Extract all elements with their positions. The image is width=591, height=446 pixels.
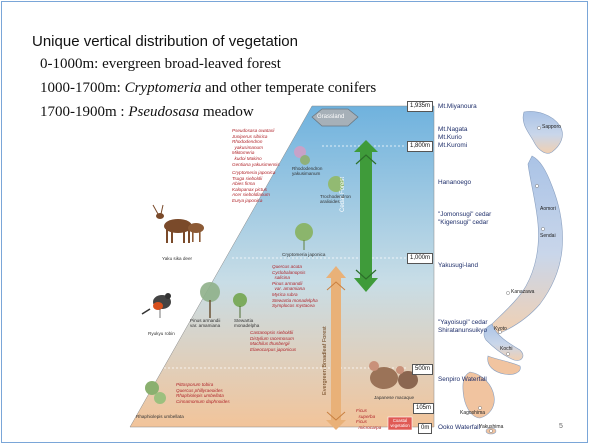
caption-rhaphiolepis: Rhaphiolepis umbellata — [136, 414, 184, 419]
city-kyoto: Kyoto — [494, 326, 507, 332]
caption-pinus: Pinus armandii var. amamiana — [190, 318, 220, 329]
altitude-1000m: 1,000m — [407, 253, 433, 264]
broadleaf-forest-label: Evergreen Broadleaf Forest — [322, 326, 328, 395]
location-hananoego: Hananoego — [438, 179, 471, 186]
location-nagata: Mt.Nagata — [438, 126, 467, 133]
deer-illustration — [153, 205, 204, 243]
city-kochi: Kochi — [500, 346, 513, 352]
robin-illustration — [142, 293, 171, 318]
altitude-105m: 105m — [413, 403, 434, 414]
location-miyanoura: Mt.Miyanoura — [438, 103, 477, 110]
species-list-lower: Castanopsis sieboldii Distylium racemosu… — [250, 330, 296, 352]
location-shiratani: Shiratanunsuikyo — [438, 327, 487, 334]
species-list-bottom: Ficus superba Ficus microcarpa — [356, 408, 381, 430]
grassland-label: Grassland — [317, 114, 344, 120]
species-list-upper: Pseudosasa owatarii Juniperus sibirica R… — [232, 128, 280, 167]
caption-deer: Yaku sika deer — [162, 256, 192, 261]
city-sapporo: Sapporo — [542, 124, 561, 130]
species-list-coast: Pittosporum tobira Quercus phillyraeoide… — [176, 382, 230, 404]
location-kigensugi: "Kigensugi" cedar — [438, 219, 488, 226]
location-kuromi: Mt.Kuromi — [438, 142, 467, 149]
location-ooko: Ooko Waterfall — [438, 424, 480, 431]
caption-rhododendron: Rhododendron yakusimanum — [292, 166, 322, 177]
location-jomonsugi: "Jomonsugi" cedar — [438, 211, 491, 218]
location-senpiro: Senpiro Waterfall — [438, 376, 487, 383]
species-list-mid: Quercus acuta Cyclobalanopsis salicina P… — [272, 264, 318, 309]
caption-robin: Ryukyu robin — [148, 331, 175, 336]
caption-macaque: Japanese macaque — [374, 395, 414, 400]
city-kagoshima: Kagoshima — [460, 410, 485, 416]
species-list-conifers: Cryptomeria japonica Tsuga sieboldii Abi… — [232, 170, 275, 204]
altitude-1800m: 1,800m — [407, 141, 433, 152]
city-yakushima: Yakushima — [479, 424, 503, 430]
location-yayoisugi: "Yayoisugi" cedar — [438, 319, 488, 326]
japan-map — [463, 112, 563, 434]
altitude-0m: 0m — [418, 423, 432, 434]
page-number: 5 — [559, 423, 563, 430]
city-aomori: Aomori — [540, 206, 556, 212]
altitude-1935m: 1,935m — [407, 101, 433, 112]
location-kurio: Mt.Kurio — [438, 134, 462, 141]
altitude-500m: 500m — [412, 364, 433, 375]
caption-cryptomeria: Cryptomeria japonica — [282, 252, 325, 257]
caption-trochodendron: Trochodendron aralioides — [320, 194, 351, 205]
city-sendai: Sendai — [540, 233, 556, 239]
location-yakusugiland: Yakusugi-land — [438, 262, 478, 269]
caption-stewartia: Stewartia monadelpha — [234, 318, 259, 329]
coastal-vegetation-label: Coastal vegetation — [389, 419, 411, 428]
city-kanazawa: Kanazawa — [511, 289, 534, 295]
